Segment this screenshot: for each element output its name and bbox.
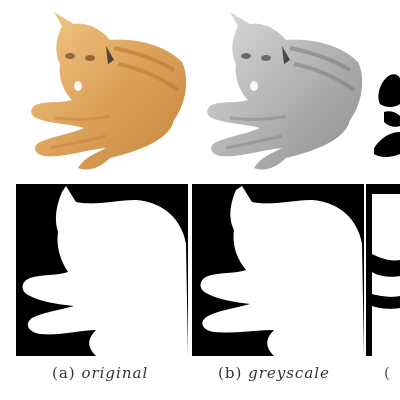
third-cat-svg — [374, 74, 400, 157]
original-mask-svg — [16, 184, 188, 356]
greyscale-cat-svg — [207, 12, 363, 170]
third-mask-svg — [366, 184, 400, 356]
caption-greyscale: (b) greyscale — [218, 364, 330, 388]
caption-third-label: ( — [384, 364, 391, 382]
caption-original-label: (a) — [52, 364, 76, 382]
caption-original-text: original — [81, 364, 149, 382]
original-cat-svg — [31, 12, 187, 170]
caption-greyscale-label: (b) — [218, 364, 243, 382]
third-segmentation-mask-partial — [366, 184, 400, 356]
caption-greyscale-text: greyscale — [248, 364, 330, 382]
original-segmentation-mask — [16, 184, 188, 356]
greyscale-segmentation-mask — [192, 184, 364, 356]
greyscale-mask-svg — [192, 184, 364, 356]
caption-original: (a) original — [52, 364, 148, 388]
original-cat-image — [14, 8, 190, 180]
third-cat-image-partial — [366, 8, 400, 180]
greyscale-cat-image — [190, 8, 366, 180]
caption-third-partial: ( — [384, 364, 391, 388]
